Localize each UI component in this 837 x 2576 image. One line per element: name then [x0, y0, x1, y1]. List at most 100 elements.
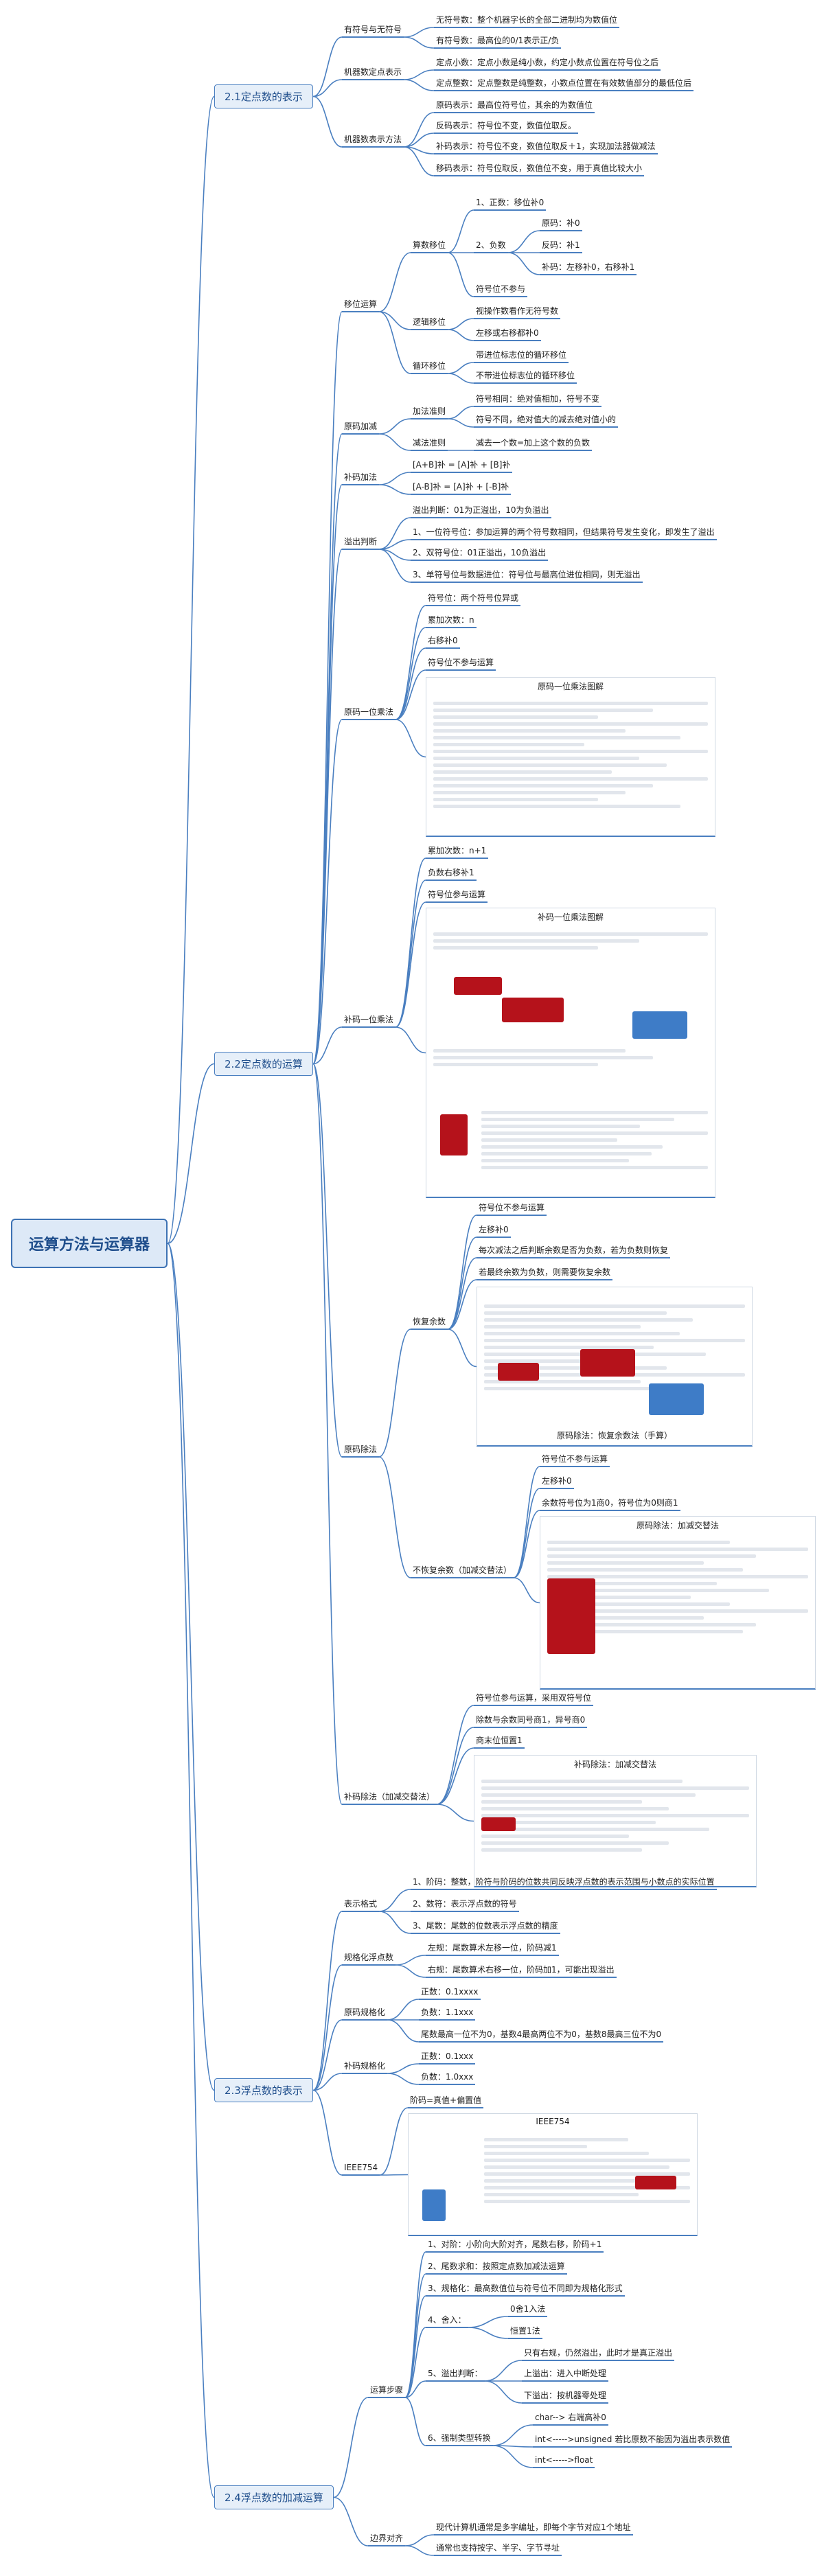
node-sign-keep[interactable]: 符号位不参与 [474, 284, 528, 297]
node-orig-div[interactable]: 原码除法 [342, 1445, 380, 1458]
node-excess-code[interactable]: 移码表示：符号位取反，数值位不变，用于真值比较大小 [434, 163, 645, 176]
node-comp-mul[interactable]: 补码一位乘法 [342, 1015, 396, 1028]
node-rs-3[interactable]: 每次减法之后判断余数是否为负数，若为负数则恢复 [477, 1245, 671, 1258]
node-neg-twos[interactable]: 补码：左移补0，右移补1 [540, 262, 637, 275]
node-orig-addsub[interactable]: 原码加减 [342, 422, 380, 435]
section-2-1[interactable]: 2.1定点数的表示 [214, 84, 313, 108]
node-shift[interactable]: 移位运算 [342, 299, 380, 312]
node-format[interactable]: 表示格式 [342, 1899, 380, 1912]
node-add-1[interactable]: 符号相同：绝对值相加，符号不变 [474, 394, 602, 407]
node-cycle-shift[interactable]: 循环移位 [411, 361, 448, 374]
node-steps[interactable]: 运算步骤 [368, 2385, 406, 2398]
node-cycle-1[interactable]: 带进位标志位的循环移位 [474, 350, 569, 363]
node-ieee-bias[interactable]: 阶码=真值+偏置值 [408, 2095, 484, 2108]
node-align[interactable]: 边界对齐 [368, 2533, 406, 2546]
node-step-6[interactable]: 6、强制类型转换 [426, 2433, 493, 2446]
node-logic-1[interactable]: 视操作数看作无符号数 [474, 306, 561, 319]
node-step-5[interactable]: 5、溢出判断： [426, 2369, 485, 2382]
node-restore[interactable]: 恢复余数 [411, 1317, 448, 1330]
node-step-6b[interactable]: int<----->unsigned 若比原数不能因为溢出表示数值 [533, 2435, 733, 2448]
node-comp-add-2[interactable]: [A-B]补 = [A]补 + [-B]补 [411, 482, 512, 495]
node-ones-complement[interactable]: 反码表示：符号位不变，数值位取反。 [434, 121, 579, 134]
node-comp-add-1[interactable]: [A+B]补 = [A]补 + [B]补 [411, 460, 513, 473]
node-arith-shift[interactable]: 算数移位 [411, 240, 448, 253]
node-nr-3[interactable]: 余数符号位为1商0，符号位为0则商1 [540, 1498, 680, 1511]
node-cm-1[interactable]: 累加次数：n+1 [426, 846, 489, 859]
node-om-1[interactable]: 符号位：两个符号位异或 [426, 593, 521, 606]
node-comp-div[interactable]: 补码除法（加减交替法） [342, 1792, 437, 1805]
node-logic-shift[interactable]: 逻辑移位 [411, 317, 448, 330]
node-step-6c[interactable]: int<----->float [533, 2455, 595, 2468]
node-step-1[interactable]: 1、对阶：小阶向大阶对齐，尾数右移，阶码+1 [426, 2240, 604, 2253]
node-add-2[interactable]: 符号不同，绝对值大的减去绝对值小的 [474, 415, 619, 428]
node-fmt-3[interactable]: 3、尾数：尾数的位数表示浮点数的精度 [411, 1921, 560, 1934]
node-fmt-1[interactable]: 1、阶码：整数，阶符与阶码的位数共同反映浮点数的表示范围与小数点的实际位置 [411, 1877, 717, 1890]
node-cm-3[interactable]: 符号位参与运算 [426, 890, 488, 903]
node-align-1[interactable]: 现代计算机通常是多字编址，即每个字节对应1个地址 [434, 2522, 633, 2535]
node-unsigned-desc[interactable]: 无符号数：整个机器字长的全部二进制均为数值位 [434, 15, 620, 28]
node-neg-orig[interactable]: 原码：补0 [540, 218, 582, 231]
node-logic-2[interactable]: 左移或右移都补0 [474, 328, 541, 341]
node-overflow[interactable]: 溢出判断 [342, 537, 380, 550]
node-sub-1[interactable]: 减去一个数=加上这个数的负数 [474, 438, 593, 451]
node-twos-complement[interactable]: 补码表示：符号位不变，数值位取反＋1，实现加法器做减法 [434, 141, 658, 154]
node-nr-2[interactable]: 左移补0 [540, 1476, 574, 1489]
node-norm-right[interactable]: 右规：尾数算术右移一位，阶码加1，可能出现溢出 [426, 1965, 617, 1978]
node-comp-norm-pos[interactable]: 正数：0.1xxx [419, 2051, 476, 2065]
node-om-3[interactable]: 右移补0 [426, 636, 460, 649]
root-node[interactable]: 运算方法与运算器 [11, 1219, 168, 1268]
section-2-4[interactable]: 2.4浮点数的加减运算 [214, 2485, 334, 2509]
node-ovf-4[interactable]: 3、单符号位与数据进位：符号位与最高位进位相同，则无溢出 [411, 570, 643, 583]
node-rs-4[interactable]: 若最终余数为负数，则需要恢复余数 [477, 1267, 613, 1280]
node-add-rule[interactable]: 加法准则 [411, 406, 448, 419]
node-rs-2[interactable]: 左移补0 [477, 1225, 511, 1238]
node-norm-left[interactable]: 左规：尾数算术左移一位，阶码减1 [426, 1943, 559, 1956]
node-fixed-fraction[interactable]: 定点小数：定点小数是纯小数，约定小数点位置在符号位之后 [434, 58, 661, 71]
node-fmt-2[interactable]: 2、数符：表示浮点数的符号 [411, 1899, 519, 1912]
node-comp-norm[interactable]: 补码规格化 [342, 2061, 388, 2074]
node-cd-1[interactable]: 符号位参与运算，采用双符号位 [474, 1693, 594, 1706]
node-step-5a[interactable]: 只有右规，仍然溢出，此时才是真正溢出 [522, 2348, 675, 2361]
node-om-2[interactable]: 累加次数：n [426, 615, 477, 628]
node-cd-3[interactable]: 商末位恒置1 [474, 1736, 525, 1749]
node-cd-2[interactable]: 除数与余数同号商1，异号商0 [474, 1715, 588, 1728]
node-align-2[interactable]: 通常也支持按字、半字、字节寻址 [434, 2543, 562, 2556]
node-om-4[interactable]: 符号位不参与运算 [426, 658, 496, 671]
node-step-4a[interactable]: 0舍1入法 [508, 2304, 548, 2317]
node-sign-magnitude[interactable]: 原码表示：最高位符号位，其余的为数值位 [434, 100, 595, 113]
node-arith-negative[interactable]: 2、负数 [474, 240, 508, 253]
node-step-4b[interactable]: 恒置1法 [508, 2326, 542, 2339]
node-step-2[interactable]: 2、尾数求和：按照定点数加减法运算 [426, 2262, 567, 2275]
node-step-3[interactable]: 3、规格化：最高数值位与符号位不同即为规格化形式 [426, 2284, 625, 2297]
node-orig-norm[interactable]: 原码规格化 [342, 2008, 388, 2021]
node-ieee754[interactable]: IEEE754 [342, 2163, 380, 2176]
node-signed-desc[interactable]: 有符号数：最高位的0/1表示正/负 [434, 36, 562, 49]
node-comp-norm-neg[interactable]: 负数：1.0xxx [419, 2072, 476, 2085]
node-fixed-point[interactable]: 机器数定点表示 [342, 67, 404, 80]
node-arith-positive[interactable]: 1、正数：移位补0 [474, 198, 547, 211]
node-cm-2[interactable]: 负数右移补1 [426, 868, 477, 881]
node-step-5c[interactable]: 下溢出：按机器零处理 [522, 2391, 609, 2404]
node-rs-1[interactable]: 符号位不参与运算 [477, 1203, 547, 1216]
node-neg-ones[interactable]: 反码：补1 [540, 240, 582, 253]
node-nr-1[interactable]: 符号位不参与运算 [540, 1454, 610, 1467]
section-2-3[interactable]: 2.3浮点数的表示 [214, 2078, 313, 2102]
node-orig-norm-pos[interactable]: 正数：0.1xxxx [419, 1987, 481, 2000]
node-step-6a[interactable]: char--> 右端高补0 [533, 2413, 608, 2426]
node-cycle-2[interactable]: 不带进位标志位的循环移位 [474, 371, 577, 384]
node-ovf-1[interactable]: 溢出判断：01为正溢出，10为负溢出 [411, 505, 551, 518]
node-ovf-2[interactable]: 1、一位符号位：参加运算的两个符号数相同，但结果符号发生变化，即发生了溢出 [411, 527, 717, 540]
node-no-restore[interactable]: 不恢复余数（加减交替法） [411, 1565, 514, 1578]
node-orig-norm-neg[interactable]: 负数：1.1xxx [419, 2008, 476, 2021]
node-step-4[interactable]: 4、舍入： [426, 2315, 468, 2328]
node-ovf-3[interactable]: 2、双符号位：01正溢出，10负溢出 [411, 548, 549, 561]
node-signed-unsigned[interactable]: 有符号与无符号 [342, 25, 404, 38]
node-fixed-integer[interactable]: 定点整数：定点整数是纯整数，小数点位置在有效数值部分的最低位后 [434, 78, 694, 91]
node-comp-add[interactable]: 补码加法 [342, 472, 380, 485]
node-sub-rule[interactable]: 减法准则 [411, 438, 448, 451]
node-representation[interactable]: 机器数表示方法 [342, 135, 404, 148]
node-normalize[interactable]: 规格化浮点数 [342, 1953, 396, 1966]
node-orig-norm-rule[interactable]: 尾数最高一位不为0，基数4最高两位不为0，基数8最高三位不为0 [419, 2029, 664, 2043]
section-2-2[interactable]: 2.2定点数的运算 [214, 1052, 313, 1076]
node-orig-mul[interactable]: 原码一位乘法 [342, 707, 396, 720]
